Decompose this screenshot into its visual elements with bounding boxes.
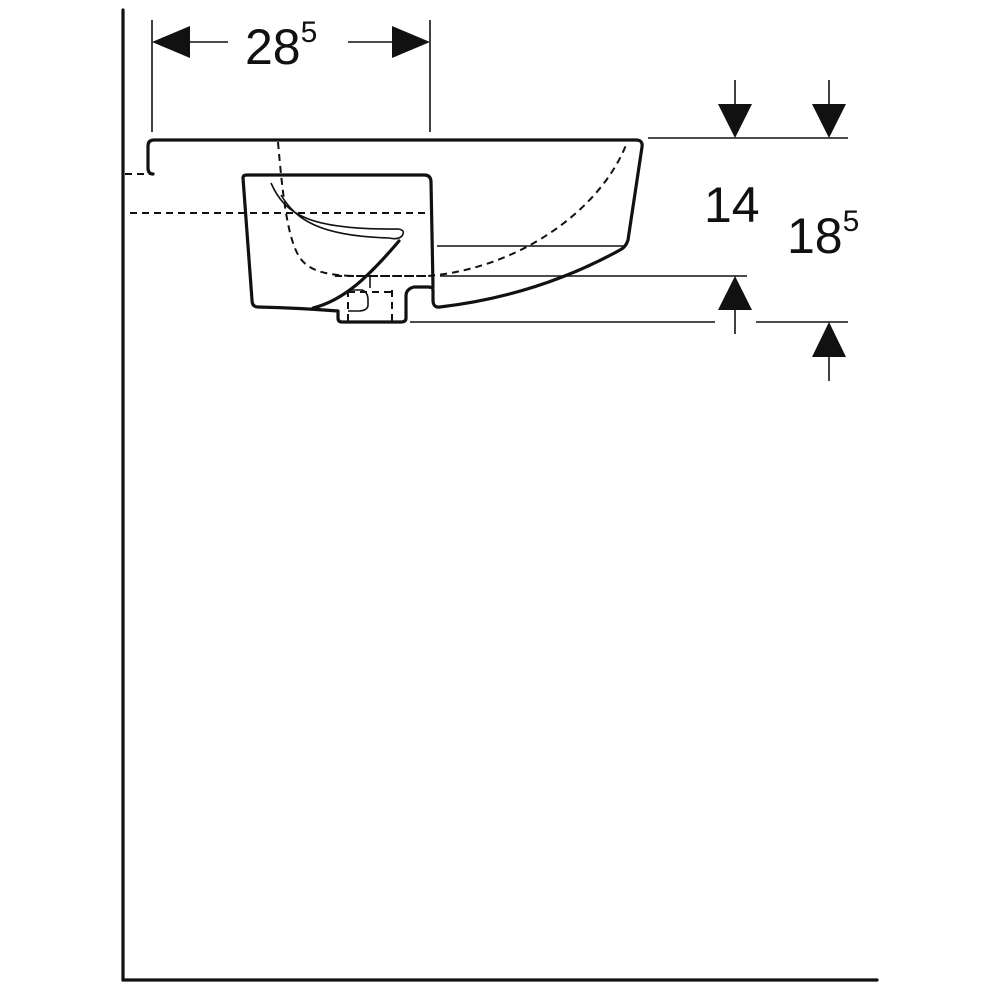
drain-knob [348, 289, 369, 312]
basin-outline [146, 138, 644, 324]
basin-front-curve [311, 239, 401, 310]
arrow-down-icon [812, 104, 846, 138]
height-total-label: 185 [787, 205, 859, 264]
dashed-bowl-curve [277, 141, 627, 277]
arrow-left-icon [152, 26, 190, 58]
basin-inner-curve [270, 182, 405, 240]
arrow-down-icon [718, 104, 752, 138]
arrow-up-icon [718, 276, 752, 310]
arrow-up-icon [812, 322, 846, 357]
width-label: 285 [245, 16, 317, 75]
height-inner-label: 14 [704, 177, 760, 233]
arrow-right-icon [392, 26, 430, 58]
